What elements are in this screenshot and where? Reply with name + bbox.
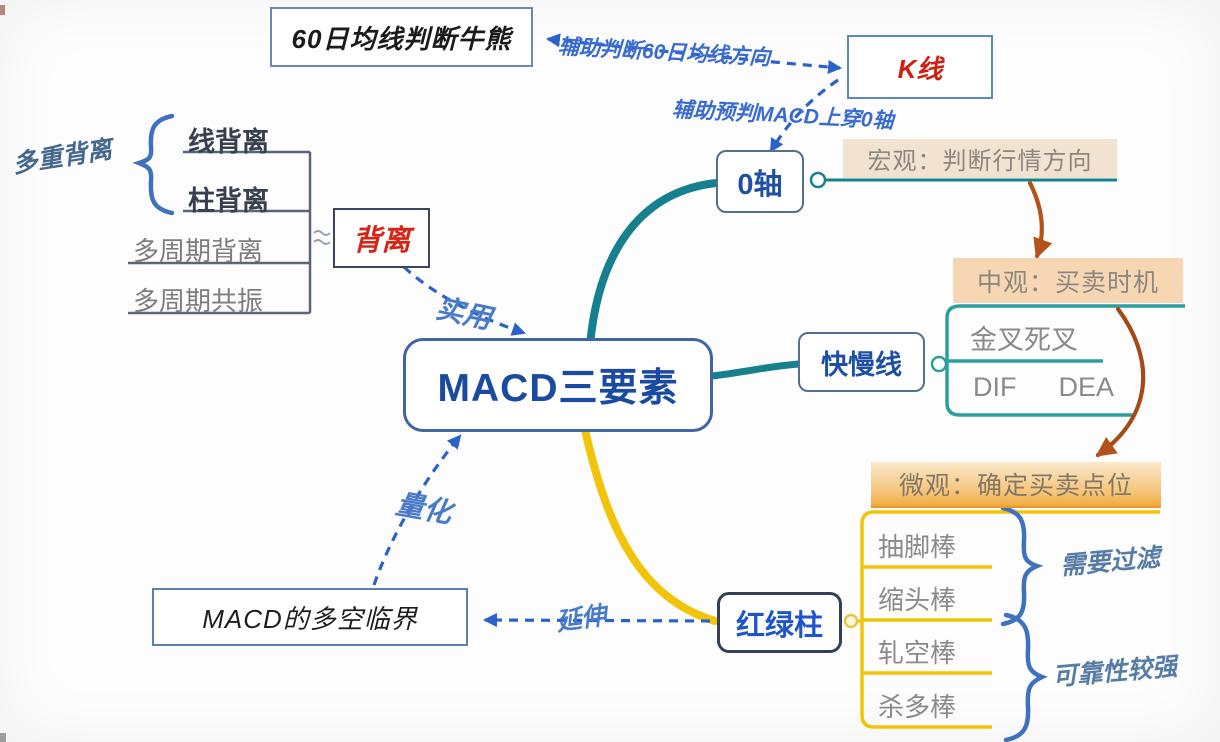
node-zero-axis[interactable]: 0轴 [716, 150, 804, 213]
arrow-redgreen-critical [482, 613, 711, 628]
list-item-bar-yakong[interactable]: 轧空棒 [878, 638, 957, 668]
node-kline-label: K线 [897, 53, 943, 84]
node-zero-axis-label: 0轴 [737, 168, 783, 201]
dif-label: DIF [973, 372, 1017, 402]
dea-label: DEA [1058, 372, 1115, 402]
node-ma60[interactable]: 60日均线判断牛熊 [270, 7, 533, 67]
strip-meso[interactable]: 中观：买卖时机 [953, 258, 1183, 303]
squiggle-connector-bottom [313, 239, 331, 245]
squiggle-connector-top [313, 230, 331, 236]
list-item-dif-dea[interactable]: DIF DEA [973, 372, 1114, 403]
arrow-critical-root [372, 434, 462, 586]
node-root-macd[interactable]: MACD三要素 [403, 338, 713, 432]
node-macd-critical-label: MACD的多空临界 [202, 603, 418, 634]
list-item-goldcross[interactable]: 金叉死叉 [970, 325, 1078, 355]
strip-macro[interactable]: 宏观：判断行情方向 [843, 139, 1117, 178]
strip-micro-label: 微观：确定买卖点位 [898, 472, 1133, 500]
frame-artifact-bottom-left [0, 733, 6, 742]
connector-dot-zero-axis [809, 171, 827, 189]
node-redgreen-label: 红绿柱 [735, 609, 823, 642]
node-root-label: MACD三要素 [437, 367, 679, 410]
arrow-kline-ma60 [545, 33, 843, 74]
node-divergence[interactable]: 背离 [333, 208, 430, 268]
node-ma60-label: 60日均线判断牛熊 [291, 23, 512, 54]
list-item-multiperiod-resonance[interactable]: 多周期共振 [133, 286, 264, 316]
list-item-multiperiod-divergence[interactable]: 多周期背离 [133, 236, 264, 266]
strip-meso-label: 中观：买卖时机 [976, 268, 1159, 297]
node-kline[interactable]: K线 [847, 35, 993, 99]
connector-dot-redgreen [843, 613, 859, 629]
list-item-bar-divergence[interactable]: 柱背离 [188, 186, 269, 216]
frame-artifact-top-left [0, 5, 5, 15]
brace-need-filter [1000, 505, 1044, 627]
connector-dot-fastslow [930, 355, 948, 373]
arrow-macro-meso [1027, 180, 1053, 259]
list-item-line-divergence[interactable]: 线背离 [188, 127, 269, 157]
list-item-bar-shaduo[interactable]: 杀多棒 [878, 692, 957, 722]
branch-root-to-fastslow [708, 360, 804, 380]
arrow-kline-zero-axis [769, 78, 839, 153]
node-macd-critical[interactable]: MACD的多空临界 [152, 588, 468, 646]
node-divergence-label: 背离 [352, 225, 411, 257]
brace-reliable [1003, 612, 1048, 742]
node-fastslow-label: 快慢线 [821, 349, 902, 380]
strip-macro-label: 宏观：判断行情方向 [867, 148, 1093, 175]
node-redgreen[interactable]: 红绿柱 [717, 592, 842, 653]
brace-multi-divergence [132, 113, 175, 216]
branch-root-to-zero-axis [586, 179, 720, 349]
arrow-meso-micro [1095, 306, 1146, 458]
edge-label-extend: 延伸 [554, 601, 608, 637]
list-item-bar-suotou[interactable]: 缩头棒 [878, 585, 957, 615]
branch-root-to-redgreen [581, 426, 719, 625]
arrow-divergence-root [402, 265, 526, 336]
list-item-bar-choujiao[interactable]: 抽脚棒 [878, 532, 957, 562]
node-fastslow[interactable]: 快慢线 [798, 332, 925, 392]
strip-micro[interactable]: 微观：确定买卖点位 [871, 462, 1161, 508]
